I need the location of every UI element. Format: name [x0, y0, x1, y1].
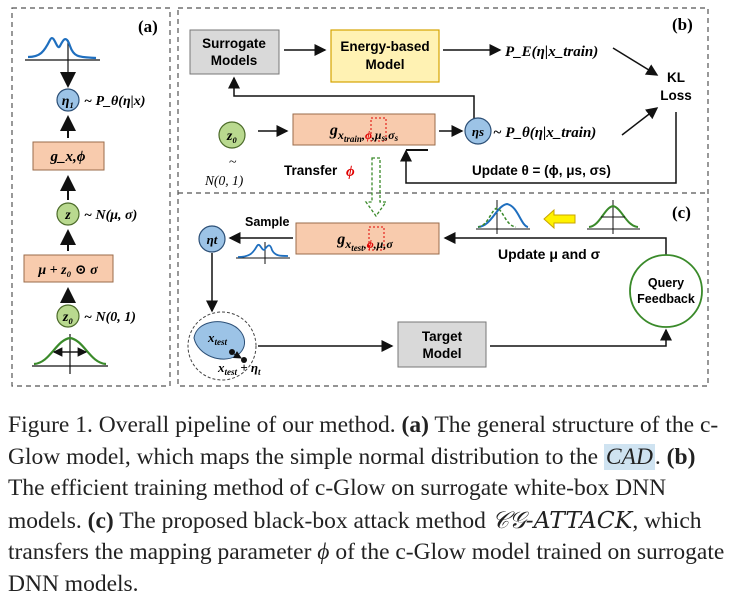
reparam-box: [23, 254, 114, 283]
eta1-label: η₁: [62, 94, 75, 109]
reparam-label: μ + z₀ ⊙ σ: [37, 263, 98, 278]
caption-c-text-1: The proposed black-box attack method: [119, 507, 486, 534]
surrogate-models-box: [189, 29, 280, 75]
transfer-phi: ϕ: [346, 164, 355, 180]
transfer-arrow-icon: [364, 157, 388, 218]
sample-label: Sample: [245, 215, 290, 229]
eta1-node: [56, 88, 80, 112]
query-feedback-node: [629, 254, 703, 328]
panel-c-label: (c): [672, 203, 691, 222]
panel-a-label: (a): [138, 17, 158, 36]
pe-text: P_E(η|x_train): [505, 44, 598, 60]
g-x-phi-box: [32, 141, 105, 171]
caption-b-text: The efficient training method of c-Glow …: [8, 475, 667, 534]
gaussian-distribution-icon: [32, 334, 108, 374]
caption-phi: ϕ: [317, 539, 330, 565]
eta-t-node: [198, 225, 226, 253]
wavy-distribution-icon: [25, 37, 100, 72]
z0-label-a: z₀: [62, 310, 73, 325]
caption-c-text-2: , which transfers the mapping parameter: [8, 507, 702, 566]
caption-a-end: .: [654, 443, 661, 470]
z0-dist-b: N(0, 1): [204, 173, 244, 188]
caption-intro: Overall pipeline of our method.: [98, 412, 396, 438]
p-theta-text: ~ P_θ(η|x_train): [493, 125, 596, 141]
tilde-symbol: ~: [229, 155, 237, 170]
caption-c-label: (c): [87, 507, 114, 534]
z0-dist-a: ~ N(0, 1): [84, 310, 136, 325]
eta-s-label: ηs: [472, 124, 484, 139]
eta1-dist: ~ P_θ(η|x): [84, 94, 145, 109]
x-test-region: [187, 311, 257, 381]
caption-b-label: (b): [666, 443, 696, 470]
energy-model-box: [330, 29, 440, 83]
gaussian-small-icon: [587, 200, 640, 234]
yellow-arrow-icon: [543, 208, 576, 230]
g-x-phi-label: g_x,ϕ: [50, 149, 86, 165]
caption-a-text: The general structure of the c-Glow mode…: [8, 412, 719, 470]
caption-figure-label: Figure 1.: [8, 412, 93, 438]
caption-cg-attack: 𝒞𝒢-ATTACK: [491, 505, 633, 534]
eta-t-label: ηt: [207, 232, 218, 247]
figure-caption: Figure 1. Overall pipeline of our method…: [8, 410, 728, 600]
g-train-box: [292, 113, 436, 146]
caption-a-label: (a): [401, 412, 429, 438]
shifted-distribution-icon: [476, 200, 530, 234]
target-model-box: [397, 321, 487, 368]
z-dist: ~ N(μ, σ): [84, 208, 137, 223]
g-test-label: gxtest,ϕ,μ,σ: [336, 231, 393, 253]
z0-node-b: [218, 121, 246, 149]
panel-bc-frame: [177, 7, 709, 387]
caption-cad-highlight: CAD: [603, 443, 655, 470]
panel-a-frame: [11, 7, 171, 387]
z0-label-b: z₀: [226, 129, 237, 144]
phi-highlight-b: [370, 117, 387, 142]
update-mu-sigma-label: Update μ and σ: [498, 246, 601, 262]
eta-s-node: [464, 117, 492, 145]
update-theta-label: Update θ = (ϕ, μs, σs): [472, 163, 611, 178]
z0-node-a: [56, 304, 80, 328]
panel-b-label: (b): [672, 15, 693, 34]
x-test-plus-label: xtest + ηt: [217, 360, 261, 377]
caption-c-text-3: of the c-Glow model trained on surrogate…: [8, 539, 725, 597]
sample-distribution-icon: [236, 242, 290, 264]
z-label: z: [64, 208, 71, 223]
z-node: [56, 202, 80, 226]
pipeline-figure: (a) (b) (c) η₁ ~ P_θ(η|x) g_x,ϕ z ~ N(μ,…: [11, 7, 709, 387]
phi-highlight-c: [368, 226, 385, 251]
g-test-box: [295, 222, 440, 255]
transfer-label: Transfer: [284, 163, 338, 178]
